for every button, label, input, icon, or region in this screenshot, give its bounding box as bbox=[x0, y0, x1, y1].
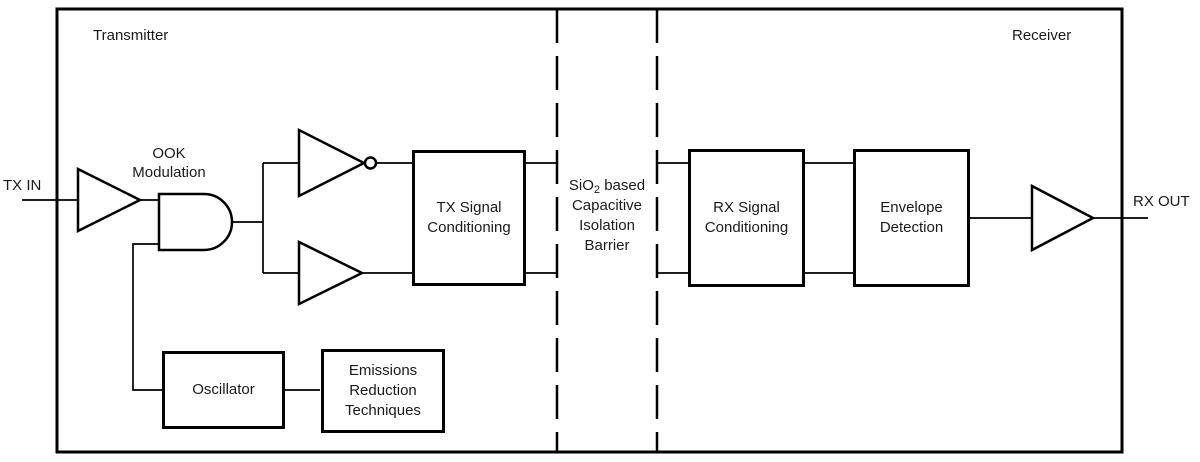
inverter-bubble-icon bbox=[363, 156, 378, 170]
block-label-line: Conditioning bbox=[704, 219, 789, 236]
block-label-line: Techniques bbox=[345, 402, 421, 419]
ook-label-line: OOK bbox=[152, 145, 186, 162]
receiver-label: Receiver bbox=[1012, 27, 1072, 44]
rx-signal-conditioning-label: RX Signal Conditioning bbox=[705, 198, 788, 238]
block-label-line: Reduction bbox=[349, 382, 417, 399]
transmitter-label: Transmitter bbox=[93, 27, 169, 44]
tx-signal-conditioning-label: TX Signal Conditioning bbox=[427, 198, 510, 238]
output-buffer-icon bbox=[1030, 183, 1096, 253]
block-label-line: TX Signal bbox=[436, 199, 502, 216]
barrier-label-line: Isolation bbox=[579, 217, 635, 234]
oscillator-block: Oscillator bbox=[162, 351, 285, 429]
emissions-reduction-label: Emissions Reduction Techniques bbox=[345, 361, 421, 421]
input-buffer-icon bbox=[76, 166, 143, 234]
block-label-line: Detection bbox=[879, 219, 944, 236]
block-label-line: Envelope bbox=[880, 199, 943, 216]
formula-subscript: 2 bbox=[593, 184, 601, 196]
tx-in-label: TX IN bbox=[3, 177, 42, 194]
inverter-icon bbox=[297, 127, 367, 199]
formula-rest: based bbox=[600, 177, 646, 194]
and-gate-icon bbox=[157, 192, 234, 252]
formula-base: SiO bbox=[568, 177, 594, 194]
block-label-line: Conditioning bbox=[427, 219, 511, 236]
ook-label-line: Modulation bbox=[132, 164, 206, 181]
barrier-label-line: SiO2 based bbox=[557, 176, 657, 196]
envelope-detection-block: Envelope Detection bbox=[853, 149, 970, 287]
envelope-detection-label: Envelope Detection bbox=[880, 198, 943, 238]
oscillator-label: Oscillator bbox=[192, 381, 255, 398]
barrier-label-line: Barrier bbox=[584, 237, 630, 254]
oscillator-feed-wire bbox=[132, 243, 162, 391]
buffer-icon bbox=[297, 239, 365, 307]
rx-out-label: RX OUT bbox=[1133, 193, 1190, 210]
block-label-line: RX Signal bbox=[713, 199, 780, 216]
isolation-barrier-label: SiO2 based Capacitive Isolation Barrier bbox=[557, 176, 657, 256]
rx-signal-conditioning-block: RX Signal Conditioning bbox=[688, 149, 805, 287]
barrier-label-line: Capacitive bbox=[571, 197, 643, 214]
block-label-line: Emissions bbox=[348, 362, 418, 379]
ook-modulation-label: OOK Modulation bbox=[119, 144, 219, 182]
tx-signal-conditioning-block: TX Signal Conditioning bbox=[412, 150, 526, 286]
chip-boundary bbox=[55, 7, 1124, 454]
emissions-reduction-block: Emissions Reduction Techniques bbox=[321, 349, 445, 433]
